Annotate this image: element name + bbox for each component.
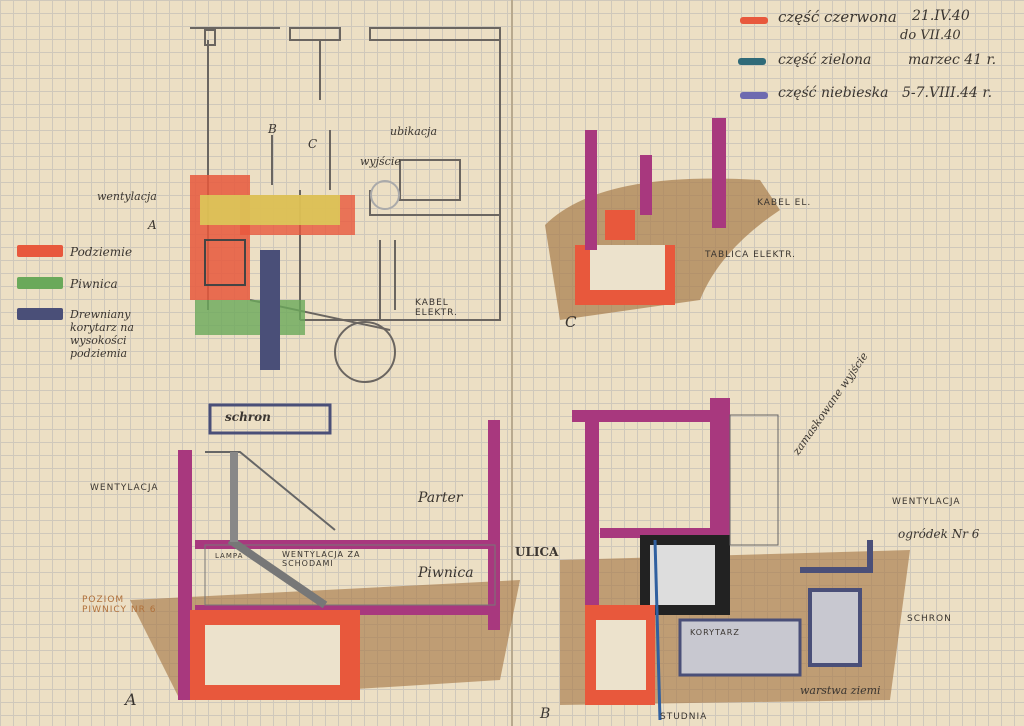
label-wentylacja: wentylacja: [97, 190, 157, 203]
section-a: [130, 420, 520, 700]
legend-swatch-navy: [17, 308, 63, 320]
label-schron-b: SCHRON: [907, 614, 952, 624]
legend-label: część czerwona: [778, 8, 897, 26]
legend-swatch-blue: [740, 92, 768, 99]
label-c: C: [308, 137, 318, 151]
label-wyjscie: wyjście: [360, 155, 401, 168]
label-piwnica: Piwnica: [418, 565, 474, 581]
label-b: B: [268, 122, 277, 136]
legend-date: marzec 41 r.: [908, 52, 997, 68]
label-warstwa-ziemi: warstwa ziemi: [800, 684, 881, 697]
label-poziom-piwnicy: POZIOM PIWNICY NR 6: [82, 595, 157, 615]
label-ulica: ULICA: [515, 545, 559, 559]
label-tablica: TABLICA ELEKTR.: [705, 250, 796, 260]
legend-swatch-green: [17, 277, 63, 289]
label-ogrodek: ogródek Nr 6: [898, 527, 980, 541]
plan-podziemie-red: [190, 175, 355, 370]
floor-plan: [190, 27, 501, 383]
label-kabel-el: KABEL EL.: [757, 198, 812, 208]
label-lampa: LAMPA: [215, 552, 244, 560]
legend-swatch-red: [740, 17, 768, 24]
label-wentylacja-za-schodami: WENTYLACJA ZA SCHODAMI: [282, 550, 361, 568]
label-ubikacja: ubikacja: [390, 125, 437, 138]
label-c-section: C: [565, 313, 577, 331]
label-a-section: A: [125, 690, 137, 709]
label-schron: schron: [225, 410, 271, 424]
legend-label: część niebieska: [778, 85, 889, 101]
label-studnia: STUDNIA: [660, 712, 708, 722]
label-parter: Parter: [418, 490, 463, 506]
legend-label: Podziemie: [70, 245, 133, 259]
label-korytarz: KORYTARZ: [690, 628, 740, 637]
section-c: [545, 118, 780, 320]
label-kabel: KABEL ELEKTR.: [415, 298, 458, 318]
schron-plan: [208, 403, 332, 435]
label-b-section: B: [540, 706, 551, 722]
label-wentylacja-a: WENTYLACJA: [90, 483, 159, 493]
section-b: [560, 398, 910, 721]
label-a: A: [148, 218, 157, 232]
legend-label: część zielona: [778, 52, 872, 68]
legend-swatch-red: [17, 245, 63, 257]
legend-swatch-green: [738, 58, 766, 65]
label-wentylacja-b: WENTYLACJA: [892, 497, 961, 507]
legend-date: 21.IV.40: [912, 8, 970, 24]
legend-label: Drewniany korytarz na wysokości podziemi…: [70, 308, 134, 360]
legend-date: do VII.40: [900, 28, 961, 43]
legend-label: Piwnica: [70, 277, 118, 291]
legend-date: 5-7.VIII.44 r.: [902, 85, 993, 101]
